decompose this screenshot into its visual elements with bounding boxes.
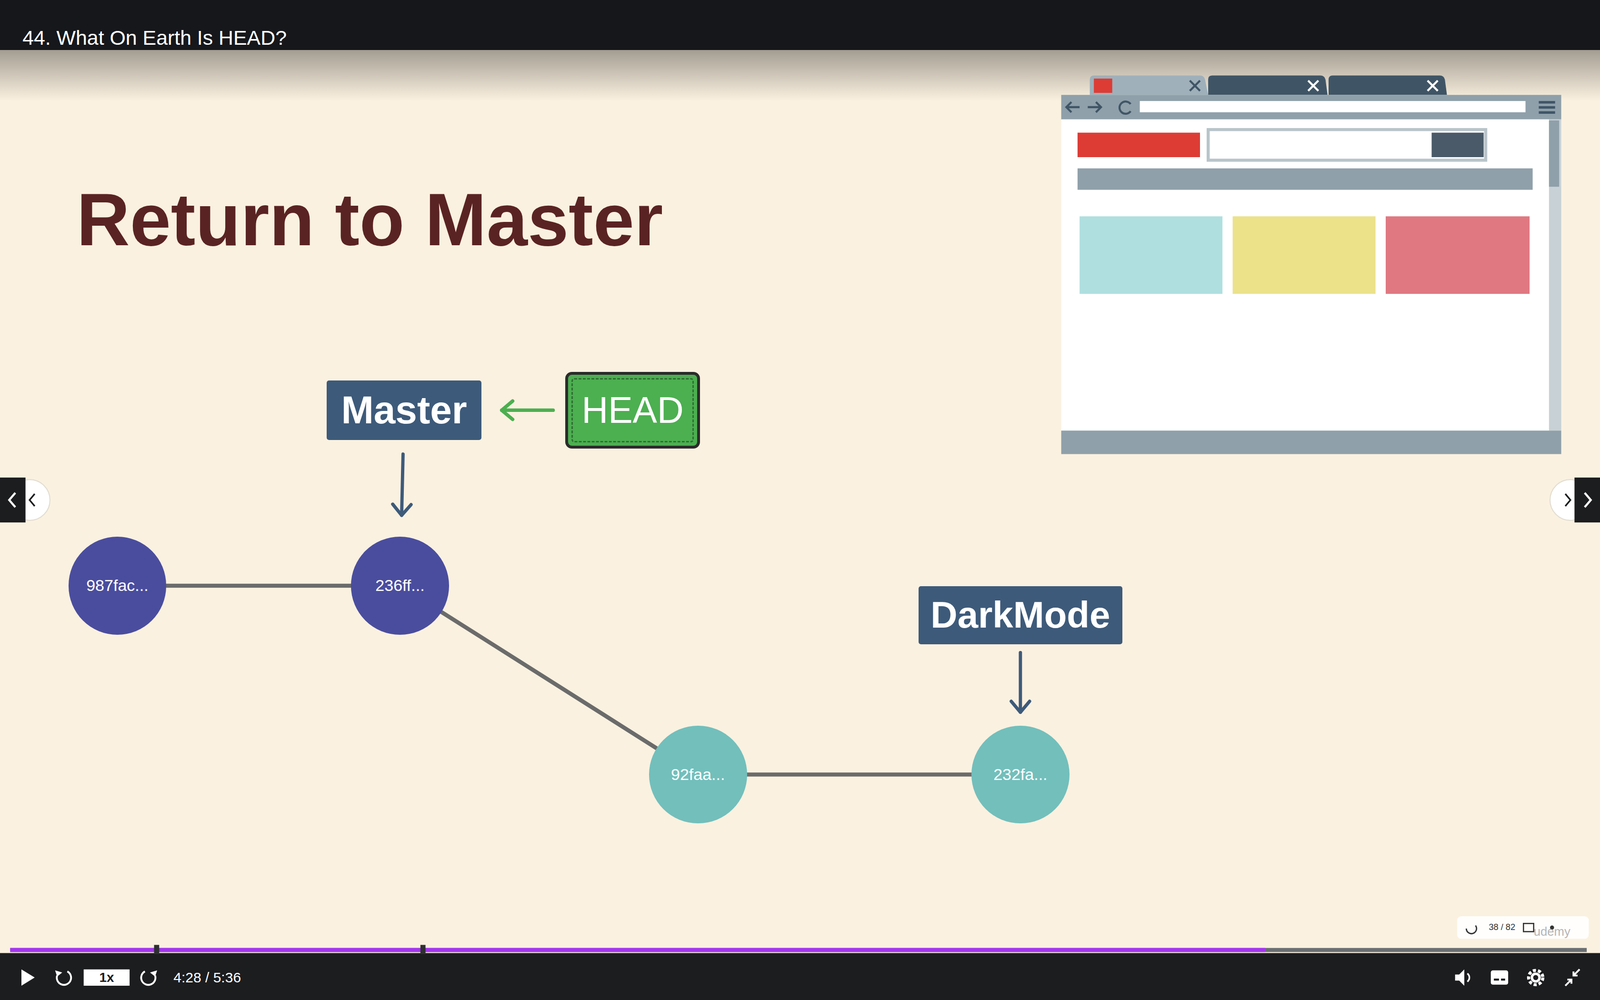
connector-line bbox=[747, 772, 972, 777]
commit-circle: 987fac... bbox=[68, 536, 167, 635]
connector bbox=[1011, 652, 1030, 712]
node-label: 987fac... bbox=[86, 576, 149, 595]
connector-line bbox=[166, 583, 351, 589]
connector-line bbox=[441, 611, 657, 749]
commit-circle: 236ff... bbox=[350, 536, 450, 635]
connector bbox=[166, 585, 351, 586]
arrow-head bbox=[392, 504, 412, 516]
lecture-title: 44. What On Earth Is HEAD? bbox=[22, 25, 287, 50]
connector bbox=[501, 400, 554, 420]
connector-line bbox=[401, 454, 403, 516]
node-label: 92faa... bbox=[670, 765, 725, 784]
node-label: 236ff... bbox=[375, 576, 425, 595]
arrow-head bbox=[501, 400, 513, 420]
node-label: Master bbox=[340, 387, 467, 433]
slide-title: Return to Master bbox=[76, 179, 664, 261]
branch-box: Master bbox=[326, 380, 481, 440]
watermark: udemy bbox=[1533, 924, 1571, 940]
speed-label: 1x bbox=[99, 969, 114, 986]
connector-line bbox=[501, 408, 554, 412]
time-label: 4:28 / 5:36 bbox=[173, 969, 241, 987]
connector bbox=[747, 774, 972, 775]
node-label: HEAD bbox=[581, 389, 684, 432]
slide-counter: 38 / 82 bbox=[1488, 922, 1516, 933]
node-label: DarkMode bbox=[930, 593, 1110, 637]
connector bbox=[441, 611, 657, 749]
branch-box: DarkMode bbox=[918, 586, 1123, 645]
commit-circle: 92faa... bbox=[649, 725, 748, 824]
browser-illustration bbox=[1061, 75, 1562, 455]
head-pointer: HEAD bbox=[565, 371, 700, 449]
connector-line bbox=[1018, 652, 1022, 712]
connector bbox=[392, 454, 412, 516]
arrow-head bbox=[1011, 701, 1030, 713]
commit-circle: 232fa... bbox=[971, 725, 1070, 824]
node-label: 232fa... bbox=[993, 765, 1048, 784]
